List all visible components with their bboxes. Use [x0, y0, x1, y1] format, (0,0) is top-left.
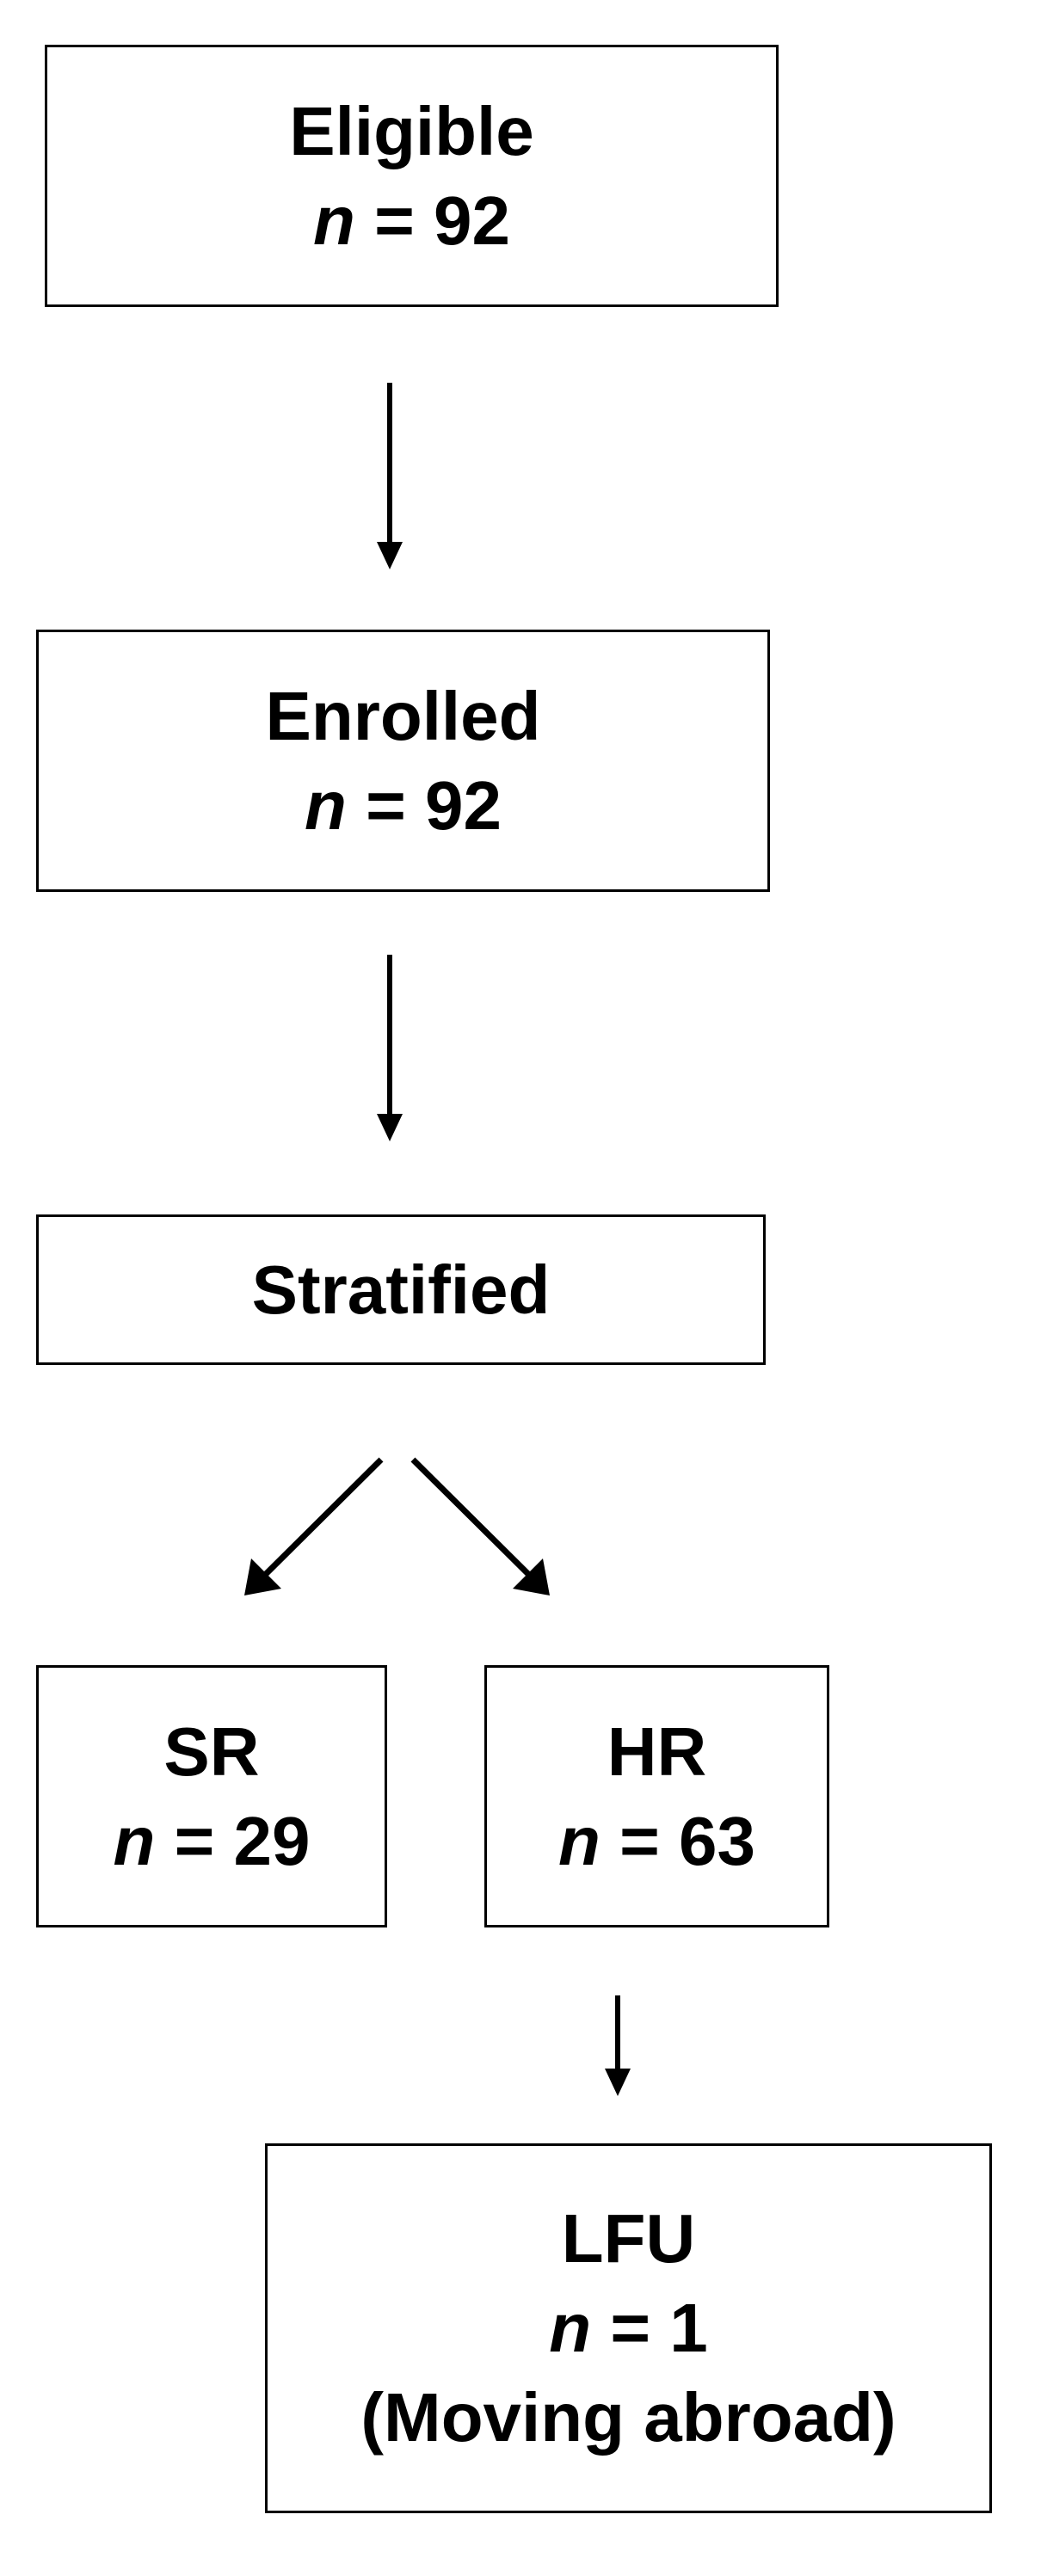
lfu-count: n = 1 [549, 2284, 708, 2373]
sr-count-value: = 29 [155, 1802, 311, 1879]
enrolled-box: Enrolled n = 92 [36, 630, 770, 892]
eligible-count: n = 92 [313, 176, 510, 266]
lfu-title: LFU [561, 2200, 696, 2277]
hr-title: HR [607, 1712, 707, 1790]
sr-count-variable: n [113, 1802, 156, 1879]
stratified-title: Stratified [251, 1251, 551, 1328]
sr-box: SR n = 29 [36, 1665, 387, 1927]
hr-count: n = 63 [558, 1797, 755, 1886]
hr-count-variable: n [557, 1802, 600, 1879]
arrow-eligible-to-enrolled [377, 383, 403, 569]
eligible-count-value: = 92 [354, 181, 511, 259]
lfu-count-variable: n [549, 2290, 592, 2366]
enrolled-title: Enrolled [265, 677, 541, 754]
lfu-reason: (Moving abroad) [360, 2379, 896, 2456]
eligible-count-variable: n [312, 181, 355, 259]
hr-count-value: = 63 [600, 1802, 756, 1879]
enrolled-count: n = 92 [305, 761, 502, 851]
sr-title: SR [163, 1712, 260, 1790]
lfu-box: LFU n = 1 (Moving abroad) [265, 2143, 992, 2513]
enrolled-count-variable: n [304, 766, 347, 844]
stratified-box: Stratified [36, 1214, 766, 1365]
eligible-title: Eligible [289, 92, 534, 169]
eligible-box: Eligible n = 92 [45, 45, 779, 307]
enrolled-count-value: = 92 [346, 766, 502, 844]
arrow-stratified-to-hr [410, 1457, 550, 1595]
lfu-count-value: = 1 [591, 2290, 708, 2366]
hr-box: HR n = 63 [484, 1665, 829, 1927]
arrow-stratified-to-sr [244, 1457, 384, 1595]
sr-count: n = 29 [113, 1797, 310, 1886]
arrow-enrolled-to-stratified [377, 955, 403, 1141]
arrow-hr-to-lfu [605, 1995, 631, 2096]
